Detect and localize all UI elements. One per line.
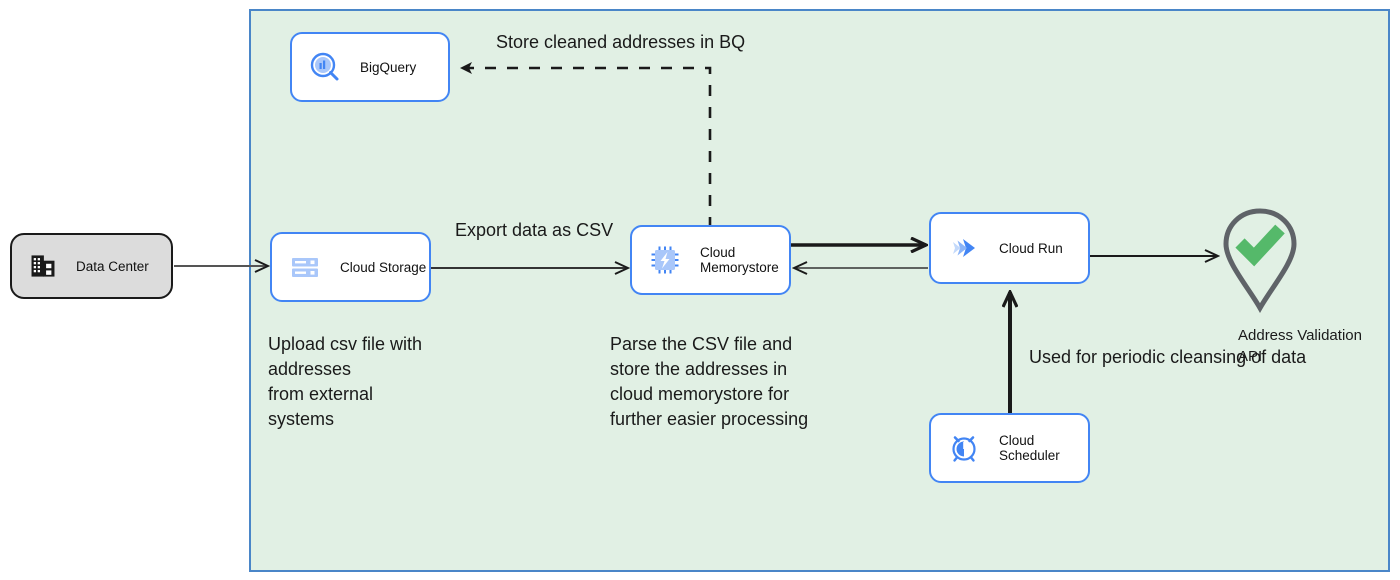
node-label-bigquery: BigQuery bbox=[360, 59, 417, 75]
node-data-center[interactable]: Data Center bbox=[10, 233, 173, 299]
edge-label-periodic-cleansing: Used for periodic cleansing of data bbox=[1029, 347, 1307, 367]
node-bigquery[interactable]: BigQuery bbox=[290, 32, 450, 102]
node-label-cloud-memorystore: Cloud Memorystore bbox=[700, 245, 779, 275]
node-label-cloud-scheduler: Cloud Scheduler bbox=[999, 433, 1060, 463]
node-cloud-memorystore[interactable]: Cloud Memorystore bbox=[630, 225, 791, 295]
building-icon bbox=[31, 255, 55, 277]
bigquery-icon bbox=[310, 52, 339, 81]
cloud-run-icon bbox=[953, 239, 975, 257]
edge-memorystore-to-bigquery-dashed bbox=[460, 62, 712, 228]
edge-label-export-csv: Export data as CSV bbox=[455, 220, 614, 240]
node-label-data-center: Data Center bbox=[76, 258, 149, 274]
note-parse-csv: Parse the CSV file and store the address… bbox=[610, 334, 809, 429]
node-cloud-scheduler[interactable]: Cloud Scheduler bbox=[929, 413, 1090, 483]
google-cloud-zone-container bbox=[249, 9, 1390, 572]
note-upload-csv: Upload csv file with addresses from exte… bbox=[268, 334, 423, 429]
node-label-address-validation-api: Address Validation API bbox=[1238, 327, 1362, 365]
cloud-memorystore-icon bbox=[651, 246, 679, 274]
cloud-scheduler-icon bbox=[952, 436, 976, 462]
node-cloud-storage[interactable]: Cloud Storage bbox=[270, 232, 431, 302]
node-label-cloud-storage: Cloud Storage bbox=[340, 259, 427, 275]
cloud-storage-icon bbox=[292, 258, 318, 277]
edge-label-store-in-bq: Store cleaned addresses in BQ bbox=[496, 32, 746, 52]
node-label-cloud-run: Cloud Run bbox=[999, 240, 1063, 256]
map-pin-check-icon[interactable] bbox=[1218, 207, 1302, 313]
node-cloud-run[interactable]: Cloud Run bbox=[929, 212, 1090, 284]
